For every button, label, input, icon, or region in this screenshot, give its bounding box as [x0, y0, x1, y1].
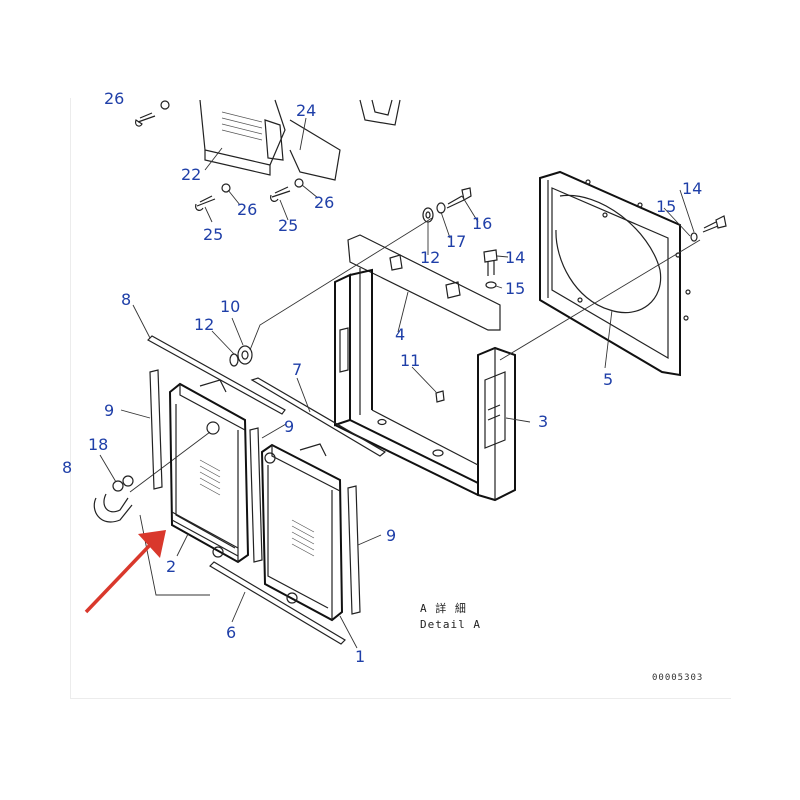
seal-9-left: [149, 369, 163, 490]
part-label-26-top: 26: [104, 89, 124, 108]
part-label-3: 3: [538, 412, 548, 431]
part-label-25-right: 25: [278, 216, 298, 235]
part-label-9-right: 9: [386, 526, 396, 545]
part-label-14-center: 14: [505, 248, 525, 267]
part-label-4: 4: [395, 325, 405, 344]
leader-lines: [99, 117, 695, 649]
detail-label-jp: A 詳 細: [420, 601, 467, 615]
assembly-lines: [129, 217, 701, 493]
part-label-18: 18: [88, 435, 108, 454]
radiator-core-1: [260, 443, 344, 622]
seal-9-mid: [249, 427, 263, 563]
upper-bracket-4: [347, 234, 501, 331]
part-label-11: 11: [400, 351, 420, 370]
seal-9-right: [347, 485, 361, 615]
fan-shroud-5: [539, 170, 691, 377]
part-label-12-top: 12: [420, 248, 440, 267]
highlight-arrow: [84, 530, 166, 614]
bolt-hardware-top: [135, 100, 304, 211]
part-label-17: 17: [446, 232, 466, 251]
bolt-14-washer-15-right: [690, 215, 727, 242]
part-label-15-center: 15: [505, 279, 525, 298]
hose-18: [93, 475, 134, 523]
part-label-6: 6: [226, 623, 236, 642]
part-label-10: 10: [220, 297, 240, 316]
part-label-16: 16: [472, 214, 492, 233]
part-label-26-right: 26: [314, 193, 334, 212]
part-label-9-mid: 9: [284, 417, 294, 436]
part-label-8-top: 8: [121, 290, 131, 309]
washer-10-12: [229, 345, 253, 367]
part-label-24: 24: [296, 101, 316, 120]
seal-6: [209, 561, 346, 645]
part-label-9-left: 9: [104, 401, 114, 420]
part-number-labels: 26 24 22 26 26 25 25 16 17 12 14 15 14 1…: [62, 89, 702, 666]
part-label-22: 22: [181, 165, 201, 184]
part-label-5: 5: [603, 370, 613, 389]
part-label-8-left: 8: [62, 458, 72, 477]
seal-7: [250, 377, 387, 457]
detail-label-en: Detail A: [420, 618, 481, 631]
part-label-26-left: 26: [237, 200, 257, 219]
radiator-frame-3: [334, 268, 516, 502]
cover-assembly-22: [199, 99, 401, 181]
radiator-core-2: [168, 379, 250, 564]
bolt-14-washer-15-center: [483, 249, 498, 289]
part-label-1: 1: [355, 647, 365, 666]
drawing-frame: [70, 98, 731, 699]
part-label-7: 7: [292, 360, 302, 379]
bolt-16-washer-17: [422, 187, 472, 223]
drawing-code: 00005303: [652, 673, 703, 683]
part-label-25-left: 25: [203, 225, 223, 244]
part-label-2: 2: [166, 557, 176, 576]
part-label-14-right: 14: [682, 179, 702, 198]
seal-bar-8: [147, 335, 286, 415]
part-label-15-right: 15: [656, 197, 676, 216]
part-label-12-mid: 12: [194, 315, 214, 334]
